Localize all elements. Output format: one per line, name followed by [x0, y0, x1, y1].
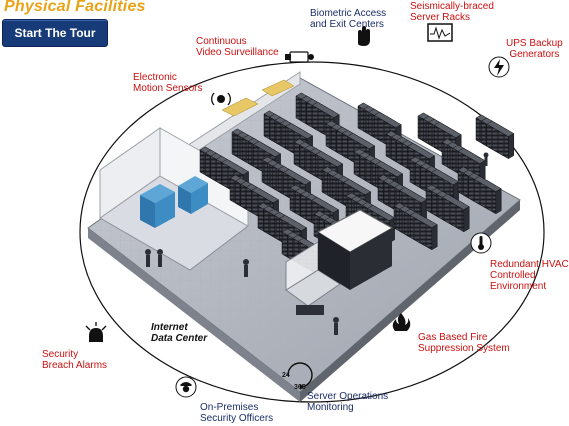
label-line: Generators — [509, 49, 560, 60]
label-line: UPS Backup — [506, 38, 563, 49]
label-server-racks[interactable]: Seismically-braced Server Racks — [410, 1, 494, 23]
label-line: Electronic — [133, 72, 177, 83]
label-line: Monitoring — [307, 402, 354, 413]
server-rack — [508, 133, 515, 160]
thermometer-icon[interactable] — [470, 232, 492, 254]
label-motion-sensors[interactable]: Electronic Motion Sensors — [133, 72, 202, 94]
server-rack-rows — [199, 92, 515, 277]
label-security-officers[interactable]: On-Premises Security Officers — [200, 402, 273, 424]
data-center-label-line2: Data Center — [151, 333, 208, 344]
server-rack — [495, 188, 502, 215]
label-ups-backup[interactable]: UPS Backup Generators — [506, 38, 563, 60]
label-line: Motion Sensors — [133, 83, 203, 94]
label-server-monitoring[interactable]: Server Operations Monitoring — [307, 391, 388, 413]
label-line: Security Officers — [200, 413, 274, 424]
camera-icon[interactable] — [285, 51, 314, 63]
label-line: Breach Alarms — [42, 360, 108, 371]
label-breach-alarms[interactable]: Security Breach Alarms — [42, 349, 107, 371]
label-line: On-Premises — [200, 402, 259, 413]
blue-cabinets — [140, 176, 208, 228]
secure-cage — [316, 209, 394, 290]
sensor-icon[interactable] — [211, 92, 231, 106]
badge-24: 24 — [282, 372, 290, 379]
flame-icon[interactable] — [392, 313, 411, 331]
clock-24-365-icon[interactable]: 24 365 — [282, 362, 313, 391]
ceiling-lights — [221, 79, 295, 117]
tour-path-oval — [79, 61, 545, 403]
label-line: Biometric Access — [310, 8, 387, 19]
server-rack — [431, 224, 438, 251]
page-title: Physical Facilities — [4, 0, 146, 15]
label-video-surveillance[interactable]: Continuous Video Surveillance — [196, 36, 279, 58]
label-hvac[interactable]: Redundant HVAC Controlled Environment — [490, 259, 569, 292]
officer-icon[interactable] — [175, 376, 197, 398]
label-line: and Exit Centers — [310, 19, 384, 30]
label-line: Gas Based Fire — [418, 332, 488, 343]
server-rack — [463, 206, 470, 233]
seismograph-icon[interactable] — [427, 23, 453, 42]
people-figures — [145, 152, 489, 335]
label-line: Suppression System — [418, 343, 510, 354]
label-line: Security — [42, 349, 79, 360]
floor-edge — [88, 228, 300, 402]
label-biometric-access[interactable]: Biometric Access and Exit Centers — [310, 8, 386, 30]
label-line: Redundant HVAC — [490, 259, 569, 270]
badge-365: 365 — [294, 384, 306, 391]
label-line: Server Operations — [307, 391, 389, 402]
hand-icon[interactable] — [358, 26, 370, 46]
alarm-icon[interactable] — [85, 322, 107, 342]
data-center-label-line1: Internet — [151, 322, 188, 333]
data-center-label: Internet Data Center — [151, 322, 207, 344]
label-line: Video Surveillance — [196, 47, 279, 58]
label-line: Environment — [490, 281, 547, 292]
label-fire-suppression[interactable]: Gas Based Fire Suppression System — [418, 332, 510, 354]
label-line: Server Racks — [410, 12, 471, 23]
start-tour-button[interactable]: Start The Tour — [2, 19, 108, 47]
lightning-icon[interactable] — [488, 56, 510, 78]
label-line: Controlled — [490, 270, 536, 281]
label-line: Seismically-braced — [410, 1, 494, 12]
label-line: Continuous — [196, 36, 247, 47]
